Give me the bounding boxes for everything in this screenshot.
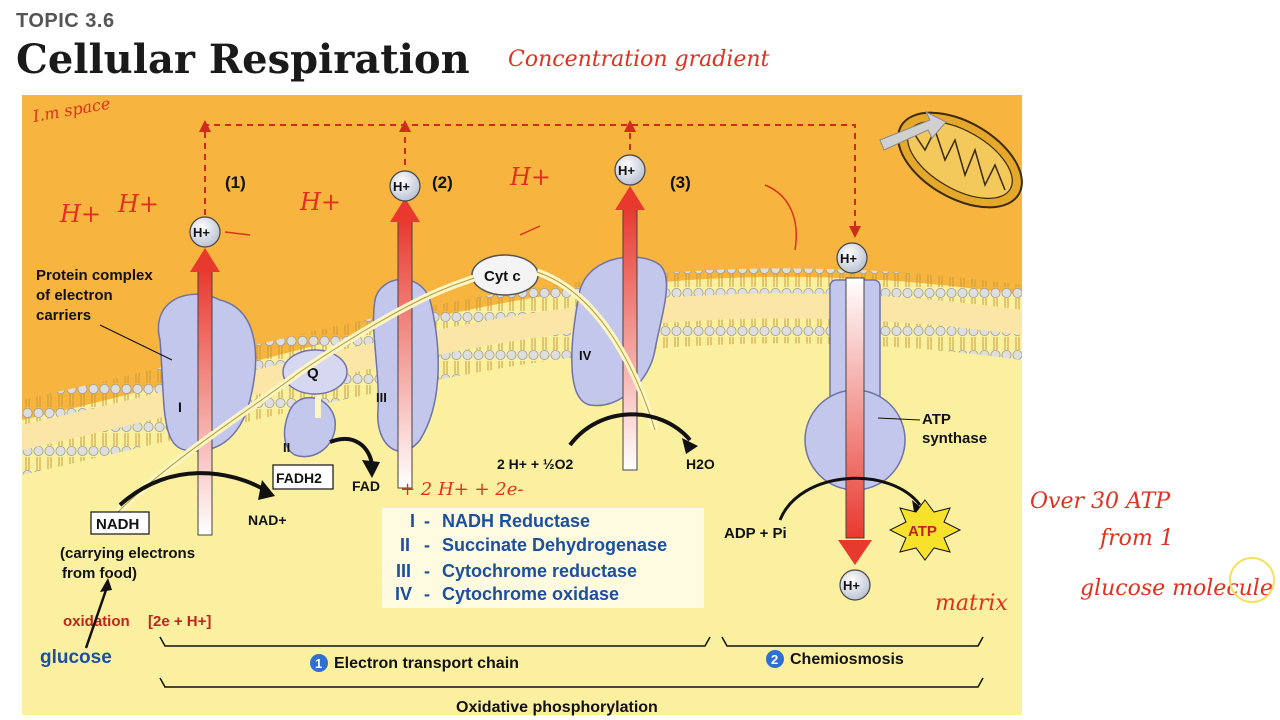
atp-synthase-label-2: synthase <box>922 430 987 447</box>
membrane <box>22 268 1022 475</box>
annotation-h4: H+ <box>509 163 551 191</box>
chemi-number: 2 <box>771 652 778 667</box>
annotation-h1: H+ <box>59 200 101 228</box>
annotation-h3: H+ <box>299 188 341 216</box>
proton-h1: H+ <box>189 216 221 248</box>
glucose-label: glucose <box>40 647 112 668</box>
oxidation-value: [2e + H+] <box>148 613 211 630</box>
cytc-label: Cyt c <box>484 268 521 285</box>
complex-i-label: I <box>178 399 182 415</box>
annotation-from1: from 1 <box>1098 526 1174 551</box>
proton-h5: H+ <box>839 569 871 601</box>
legend-name-1: NADH Reductase <box>442 511 590 531</box>
proton-h4: H+ <box>836 242 868 274</box>
step-2: (2) <box>432 173 453 192</box>
complex-iii-label: III <box>376 390 387 405</box>
water-arrow <box>568 412 692 447</box>
annotation-h2: H+ <box>117 190 159 218</box>
adp-label: ADP + Pi <box>724 525 787 542</box>
atp-arrow <box>778 476 922 521</box>
legend-num-1: I <box>410 511 415 531</box>
step-1: (1) <box>225 173 246 192</box>
q-carrier <box>282 349 348 395</box>
svg-text:-: - <box>424 535 430 555</box>
legend-name-3: Cytochrome reductase <box>442 561 637 581</box>
topic-label: TOPIC 3.6 <box>16 10 115 32</box>
fadh2-label: FADH2 <box>276 470 322 486</box>
nadh-arrow <box>118 471 266 507</box>
nad-label: NAD+ <box>248 512 287 528</box>
etc-number: 1 <box>315 656 322 671</box>
legend-name-4: Cytochrome oxidase <box>442 584 619 604</box>
protein-label-1: Protein complex <box>36 267 153 284</box>
atp-synthase <box>804 277 906 565</box>
annotation-concentration: Concentration gradient <box>508 47 770 72</box>
legend-num-4: IV <box>395 584 412 604</box>
svg-text:H+: H+ <box>843 578 860 593</box>
chemi-bracket <box>721 636 984 647</box>
mitochondrion-image <box>879 110 1023 209</box>
chemi-label: Chemiosmosis <box>790 651 904 668</box>
annotation-over30: Over 30 ATP <box>1030 489 1171 514</box>
complex-ii-label: II <box>283 440 290 455</box>
annotation-two-h: + 2 H+ + 2e- <box>400 479 523 500</box>
page-title: Cellular Respiration <box>16 36 470 83</box>
annotation-glucose: glucose molecule <box>1080 576 1273 601</box>
etc-label: Electron transport chain <box>334 655 519 672</box>
fadh2-arrow <box>329 436 374 466</box>
svg-text:H+: H+ <box>618 163 635 178</box>
svg-text:-: - <box>424 511 430 531</box>
oxphos-label: Oxidative phosphorylation <box>456 699 658 716</box>
water-out-label: H2O <box>686 456 715 472</box>
complex-ii <box>283 396 336 458</box>
oxphos-bracket <box>159 677 984 688</box>
protein-label-2: of electron <box>36 287 113 304</box>
svg-text:H+: H+ <box>393 179 410 194</box>
step-3: (3) <box>670 173 691 192</box>
etc-bracket <box>159 636 711 647</box>
legend-num-2: II <box>400 535 410 555</box>
protein-label-3: carriers <box>36 307 91 324</box>
nadh-note-2: from food) <box>62 565 137 582</box>
proton-h3: H+ <box>614 154 646 186</box>
svg-text:H+: H+ <box>193 225 210 240</box>
nadh-note-1: (carrying electrons <box>60 545 195 562</box>
svg-text:-: - <box>424 584 430 604</box>
atp-star <box>888 499 962 561</box>
atp-label: ATP <box>908 523 937 540</box>
atp-synthase-label-1: ATP <box>922 411 951 428</box>
legend-num-3: III <box>396 561 411 581</box>
proton-h2: H+ <box>389 170 421 202</box>
annotation-matrix: matrix <box>935 591 1008 616</box>
legend-name-2: Succinate Dehydrogenase <box>442 535 667 555</box>
svg-text:-: - <box>424 561 430 581</box>
nadh-label: NADH <box>96 516 139 533</box>
legend-box <box>382 508 704 608</box>
proton-arrows <box>190 186 645 536</box>
fad-label: FAD <box>352 478 380 494</box>
water-in-label: 2 H+ + ½O2 <box>497 456 573 472</box>
svg-text:H+: H+ <box>840 251 857 266</box>
cursor-highlight <box>1229 557 1275 603</box>
complex-iv-label: IV <box>579 348 592 363</box>
